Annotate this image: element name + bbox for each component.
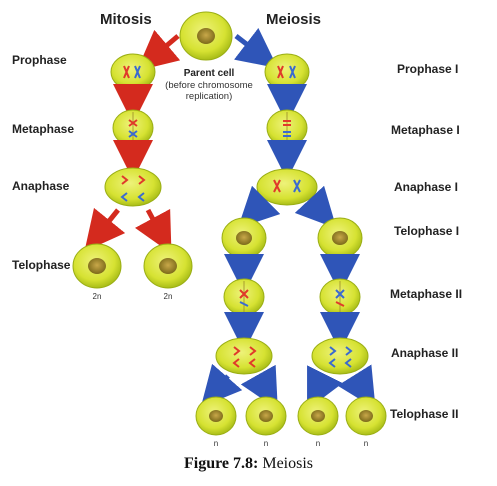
figure-caption: Figure 7.8: Meiosis bbox=[0, 455, 497, 473]
ploidy-meiosis-1: n bbox=[214, 439, 218, 448]
mitosis-title: Mitosis bbox=[100, 11, 152, 28]
label-prophase: Prophase bbox=[12, 53, 67, 67]
arrow-meiosis-6c bbox=[307, 365, 343, 410]
arrow-mitosis-3a bbox=[84, 207, 126, 252]
parent-cell bbox=[179, 11, 233, 61]
arrow-to-mitosis bbox=[136, 29, 181, 71]
arrow-to-meiosis bbox=[233, 27, 278, 69]
arrow-mitosis-3b bbox=[134, 208, 172, 254]
arrow-meiosis-6a bbox=[200, 363, 243, 408]
mitosis-telophase-cell-1 bbox=[72, 243, 122, 289]
ploidy-mitosis-1: 2n bbox=[93, 292, 102, 301]
parent-cell-label: Parent cell bbox=[184, 68, 235, 79]
meiosis-metaphase-1-cell bbox=[266, 109, 308, 147]
label-telophase-1: Telophase I bbox=[394, 224, 459, 238]
meiosis-anaphase-2-cell-1 bbox=[215, 337, 273, 375]
meiosis-metaphase-2-cell-2 bbox=[319, 278, 361, 316]
ploidy-meiosis-4: n bbox=[364, 439, 368, 448]
meiosis-metaphase-2-cell-1 bbox=[223, 278, 265, 316]
arrow-meiosis-6d bbox=[337, 364, 376, 409]
ploidy-meiosis-3: n bbox=[316, 439, 320, 448]
figure-caption-text: Meiosis bbox=[258, 455, 314, 472]
mitosis-anaphase-cell bbox=[104, 167, 162, 207]
meiosis-anaphase-2-cell-2 bbox=[311, 337, 369, 375]
label-metaphase-1: Metaphase I bbox=[391, 123, 460, 137]
label-anaphase: Anaphase bbox=[12, 179, 70, 193]
figure-caption-label: Figure 7.8: bbox=[183, 455, 259, 472]
ploidy-mitosis-2: 2n bbox=[164, 292, 173, 301]
label-metaphase: Metaphase bbox=[12, 122, 74, 136]
parent-cell-note-2: replication) bbox=[186, 91, 232, 102]
meiosis-telophase-2-cell-4 bbox=[345, 396, 387, 436]
arrow-meiosis-3b bbox=[294, 185, 337, 229]
mitosis-metaphase-cell bbox=[112, 109, 154, 147]
meiosis-title: Meiosis bbox=[266, 11, 321, 28]
arrow-meiosis-6b bbox=[240, 364, 278, 410]
label-telophase: Telophase bbox=[12, 258, 71, 272]
label-telophase-2: Telophase II bbox=[390, 407, 458, 421]
meiosis-telophase-1-cell-2 bbox=[317, 217, 363, 259]
arrow-meiosis-3a bbox=[237, 185, 281, 229]
mitosis-prophase-cell bbox=[110, 53, 156, 91]
meiosis-prophase-1-cell bbox=[264, 53, 310, 91]
meiosis-telophase-2-cell-1 bbox=[195, 396, 237, 436]
meiosis-diagram: Mitosis Meiosis Parent cell (before chro… bbox=[12, 11, 462, 448]
label-prophase-1: Prophase I bbox=[397, 62, 458, 76]
meiosis-telophase-2-cell-3 bbox=[297, 396, 339, 436]
ploidy-meiosis-2: n bbox=[264, 439, 268, 448]
label-anaphase-2: Anaphase II bbox=[391, 346, 458, 360]
label-anaphase-1: Anaphase I bbox=[394, 180, 458, 194]
parent-cell-note-1: (before chromosome bbox=[165, 80, 253, 91]
meiosis-telophase-2-cell-2 bbox=[245, 396, 287, 436]
mitosis-telophase-cell-2 bbox=[143, 243, 193, 289]
meiosis-telophase-1-cell-1 bbox=[221, 217, 267, 259]
label-metaphase-2: Metaphase II bbox=[390, 287, 462, 301]
meiosis-anaphase-1-cell bbox=[256, 168, 318, 206]
